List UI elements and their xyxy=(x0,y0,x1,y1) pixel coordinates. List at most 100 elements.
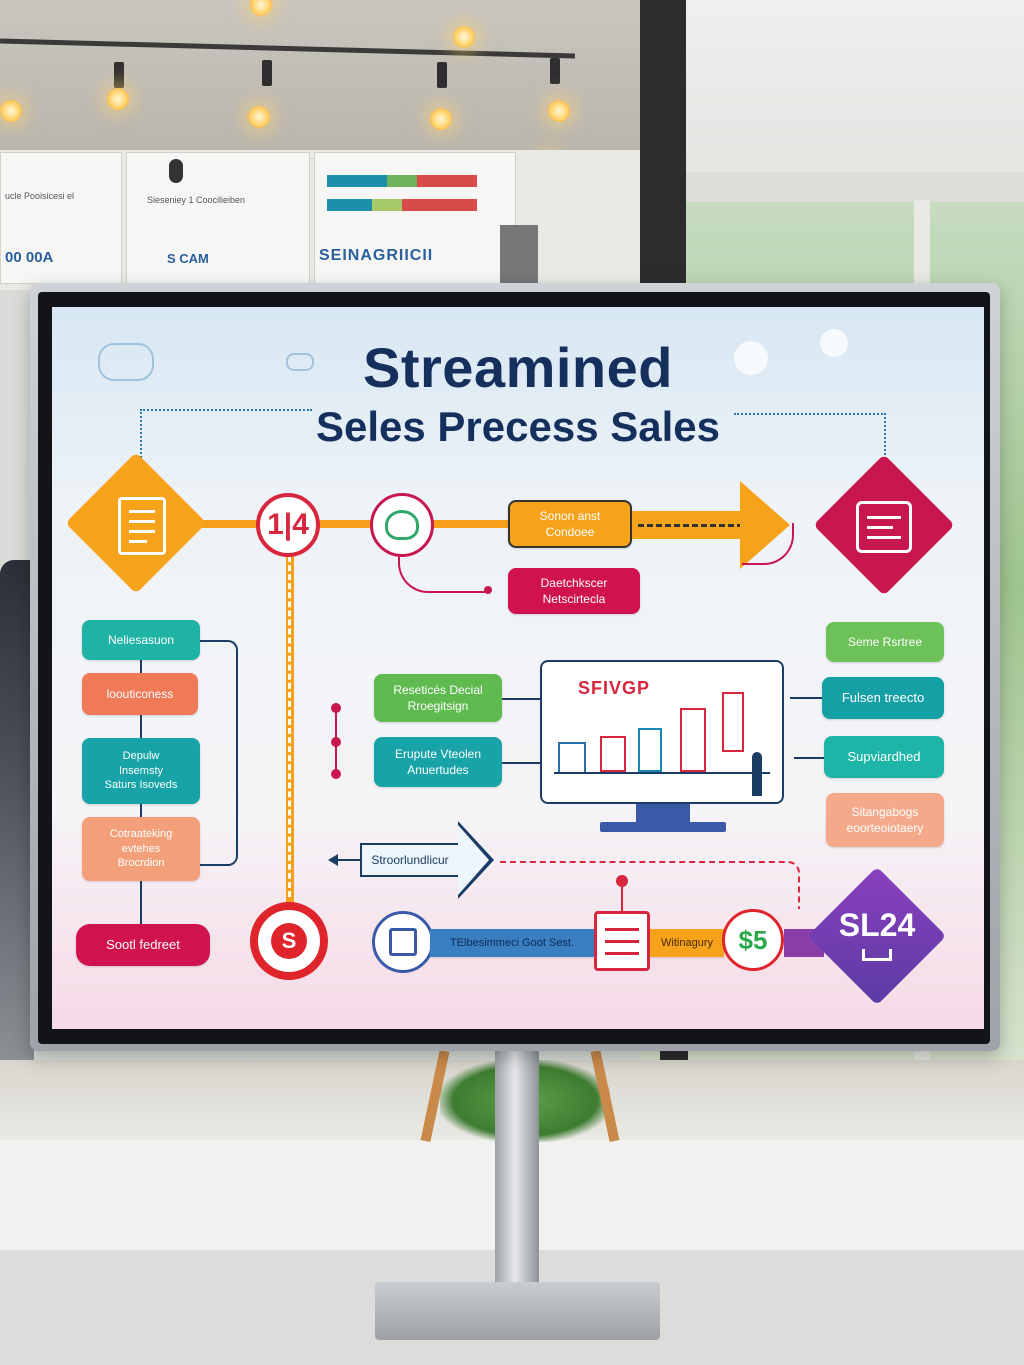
swirl-icon: S xyxy=(271,923,307,959)
left-step-4: Cotraateking evtehes Brocrdion xyxy=(82,817,200,881)
wall-board-text: ucle Pooisicesi el xyxy=(5,191,75,201)
process-box-top-label: Sonon anst Condoee xyxy=(539,508,601,539)
decor-bubble xyxy=(734,341,768,375)
pin-head xyxy=(616,875,628,887)
duct xyxy=(500,225,538,285)
connector xyxy=(790,697,822,699)
monitor-stand xyxy=(600,822,726,832)
window-header xyxy=(686,172,1024,202)
wall-board-label: SEINAGRIICII xyxy=(319,247,434,264)
building-icon xyxy=(680,708,706,772)
chart-strip xyxy=(327,175,477,187)
building-icon xyxy=(600,736,626,772)
chart-strip xyxy=(327,199,477,211)
connector-curve xyxy=(398,557,490,593)
light-bulb xyxy=(250,0,272,16)
back-arrow-head xyxy=(328,854,338,866)
dotted-connector xyxy=(140,409,312,461)
ground-line xyxy=(554,772,770,774)
wall-board-text: Sieseniey 1 Coocilieiben xyxy=(147,195,246,205)
pillar xyxy=(640,0,686,285)
building-icon xyxy=(722,692,744,752)
wall-board-left: ucle Pooisicesi el 00 00A xyxy=(0,152,122,284)
fish-doodle-icon xyxy=(286,353,314,371)
middle-step-1-label: Reseticés Decial Rroegitsign xyxy=(393,682,483,713)
left-step-1: Neliesasuon xyxy=(82,620,200,660)
person-silhouette xyxy=(0,560,34,1060)
light-bulb xyxy=(107,88,129,110)
decor-bubble xyxy=(820,329,848,357)
bottom-bar-text-2: Witinagury xyxy=(661,936,713,949)
calendar-icon xyxy=(558,742,586,774)
dotted-connector xyxy=(734,413,886,459)
arrow-box: Stroorlundlicur xyxy=(360,843,460,877)
stand-base xyxy=(375,1282,660,1340)
middle-step-2-label: Erupute Vteolen Anuertudes xyxy=(394,746,482,777)
left-step-3: Depulw Insemsty Saturs Isoveds xyxy=(82,738,200,804)
bottom-left-pill: Sootl fedreet xyxy=(76,924,210,966)
process-box-top: Sonon anst Condoee xyxy=(508,500,632,548)
step-badge: 1|4 xyxy=(256,493,320,557)
right-step-2-label: Fulsen treecto xyxy=(841,690,925,706)
dot xyxy=(331,703,341,713)
right-step-2: Fulsen treecto xyxy=(822,677,944,719)
middle-step-2: Erupute Vteolen Anuertudes xyxy=(374,737,502,787)
dashboard-monitor: SFIVGP xyxy=(540,660,784,804)
face-icon xyxy=(385,510,419,540)
light-bulb xyxy=(453,26,475,48)
step-badge-text: 1|4 xyxy=(267,508,309,541)
wall-board-middle: Sieseniey 1 Coocilieiben S CAM xyxy=(126,152,310,284)
right-step-1-label: Seme Rsrtree xyxy=(847,634,923,649)
ceiling-skylight xyxy=(640,0,1024,190)
dashed-connector xyxy=(500,861,800,909)
dollar-badge: $5 xyxy=(722,909,784,971)
bottom-bar-orange: Witinagury xyxy=(650,929,724,957)
dot xyxy=(331,769,341,779)
monitor-screen: Streamined Seles Precess Sales 1|4 Sonon… xyxy=(52,307,984,1029)
final-diamond-label: SL24 xyxy=(838,907,916,943)
right-step-3: Supviardhed xyxy=(824,736,944,778)
connector xyxy=(140,881,142,925)
document-icon xyxy=(118,497,166,555)
right-step-4-label: Sitangabogs eoorteoiotaery xyxy=(846,804,924,835)
left-step-2: loouticoness xyxy=(82,673,198,715)
bottom-left-pill-label: Sootl fedreet xyxy=(106,937,180,953)
flow-line-dash xyxy=(288,547,291,897)
big-arrow-dashes xyxy=(638,524,788,527)
connector xyxy=(502,762,540,764)
swirl-badge: S xyxy=(250,902,328,980)
connector xyxy=(140,660,142,673)
back-arrow-line xyxy=(330,859,360,861)
connector xyxy=(140,715,142,738)
left-step-1-label: Neliesasuon xyxy=(107,632,175,647)
connector-dot xyxy=(484,586,492,594)
dashboard-title: SFIVGP xyxy=(578,678,651,698)
left-step-3-label: Depulw Insemsty Saturs Isoveds xyxy=(104,749,178,792)
report-icon xyxy=(856,501,912,553)
wall-board-right: SEINAGRIICII xyxy=(314,152,516,284)
process-box-red: Daetchkscer Netscirtecla xyxy=(508,568,640,614)
bottom-bar-text: TElbesimmeci Goot Sest. xyxy=(449,936,575,949)
light-bulb xyxy=(548,100,570,122)
left-step-2-label: loouticoness xyxy=(106,686,174,701)
receipt-icon xyxy=(594,911,650,971)
logo-icon xyxy=(169,159,183,183)
track-spot xyxy=(437,62,447,88)
left-step-4-label: Cotraateking evtehes Brocrdion xyxy=(109,827,173,870)
light-bulb xyxy=(430,108,452,130)
loop-connector xyxy=(200,640,238,866)
building-icon xyxy=(638,728,662,772)
track-spot xyxy=(114,62,124,88)
pin-stem xyxy=(621,881,623,913)
checkbox-icon xyxy=(389,928,417,956)
person-icon xyxy=(752,752,762,796)
stand-pole xyxy=(495,1050,539,1312)
connector xyxy=(502,698,540,700)
track-spot xyxy=(550,58,560,84)
process-box-red-label: Daetchkscer Netscirtecla xyxy=(540,575,608,606)
wall-board-label: S CAM xyxy=(167,251,209,266)
arrow-box-label: Stroorlundlicur xyxy=(371,853,449,867)
right-step-3-label: Supviardhed xyxy=(847,749,921,765)
cloud-doodle-icon xyxy=(98,343,154,381)
dot xyxy=(331,737,341,747)
